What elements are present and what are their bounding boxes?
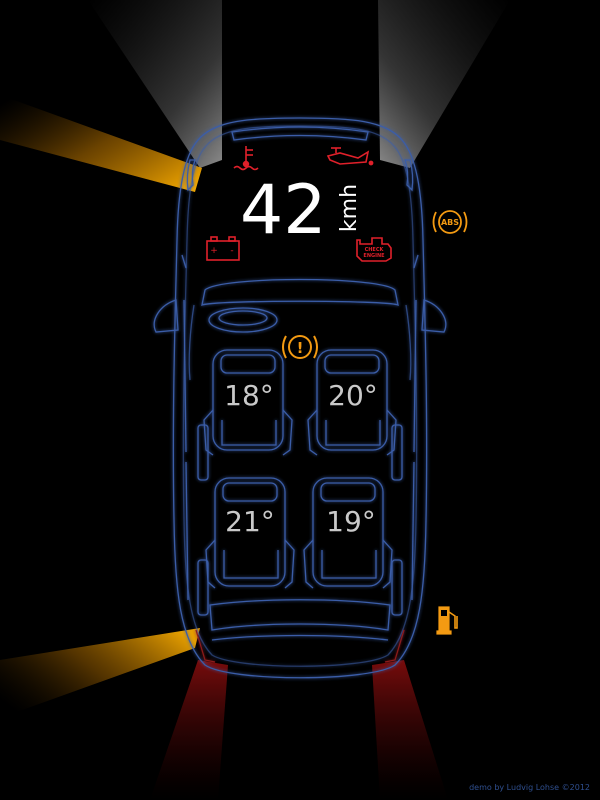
front-indicator-beam	[0, 95, 202, 192]
battery-plus-sign: +	[210, 246, 218, 256]
speed-unit: kmh	[337, 183, 362, 233]
brake-warning-mark: !	[297, 339, 304, 357]
car-outline	[153, 117, 447, 679]
taillight-beams	[150, 660, 448, 800]
seat-temp-front-right: 20°	[328, 379, 378, 412]
battery-minus-sign: -	[230, 246, 233, 256]
seat-temp-rear-right: 19°	[326, 505, 376, 538]
taillight-beam-left	[150, 660, 228, 800]
taillight-beam-right	[372, 660, 448, 800]
rear-indicator-beam	[0, 628, 200, 718]
check-engine-label-line1: CHECK	[365, 247, 385, 253]
check-engine-label-line2: ENGINE	[363, 253, 385, 259]
fuel-pump-icon	[436, 606, 458, 635]
speed-value: 42	[240, 171, 327, 250]
abs-icon	[432, 210, 468, 234]
seat-rear-right	[303, 477, 393, 589]
credit-text: demo by Ludvig Lohse ©2012	[469, 783, 590, 792]
check-engine-icon	[356, 237, 392, 262]
seat-front-left	[203, 349, 293, 456]
headlight-beam-left	[88, 0, 222, 168]
abs-icon-label: ABS	[441, 218, 459, 227]
seat-temp-rear-left: 21°	[225, 505, 275, 538]
oil-pressure-icon	[326, 147, 374, 166]
brake-warning-icon	[282, 335, 318, 359]
headlight-beams	[88, 0, 510, 168]
headlight-beam-right	[378, 0, 510, 168]
coolant-temperature-icon	[233, 146, 259, 171]
seat-front-right	[307, 349, 397, 456]
seat-rear-left	[205, 477, 295, 589]
battery-icon	[206, 236, 240, 261]
seat-temp-front-left: 18°	[224, 379, 274, 412]
